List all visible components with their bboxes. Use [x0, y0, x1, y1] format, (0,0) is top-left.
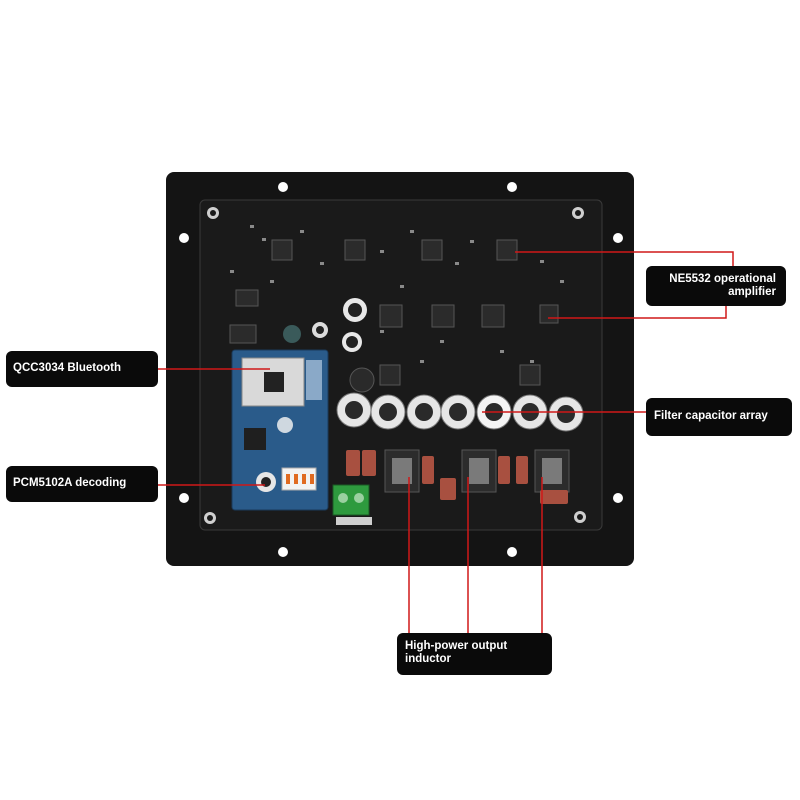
filter-capacitors — [336, 392, 584, 432]
bluetooth-module — [231, 349, 329, 511]
plate-screw-holes — [179, 182, 623, 557]
small-capacitors — [283, 298, 375, 393]
leader-lines — [158, 251, 734, 633]
callout-label: PCM5102A decoding — [13, 477, 127, 489]
callout-qcc3034-bluetooth: QCC3034 Bluetooth — [6, 351, 158, 387]
ic-chips — [229, 239, 559, 386]
silkscreen — [230, 225, 564, 363]
callout-label: Filter capacitor array — [654, 410, 768, 422]
callout-label: QCC3034 Bluetooth — [13, 362, 121, 374]
callout-output-inductor: High-power output inductor — [397, 633, 552, 675]
terminal-block — [332, 484, 372, 525]
callout-filter-capacitor-array: Filter capacitor array — [646, 398, 792, 436]
callout-pcm5102a-decoding: PCM5102A decoding — [6, 466, 158, 502]
output-inductors — [384, 449, 570, 493]
callout-label: High-power output inductor — [405, 640, 508, 665]
callout-ne5532-op-amp: NE5532 operational amplifier — [646, 266, 786, 306]
power-resistors — [346, 450, 568, 504]
callout-label: NE5532 operational amplifier — [669, 273, 776, 298]
